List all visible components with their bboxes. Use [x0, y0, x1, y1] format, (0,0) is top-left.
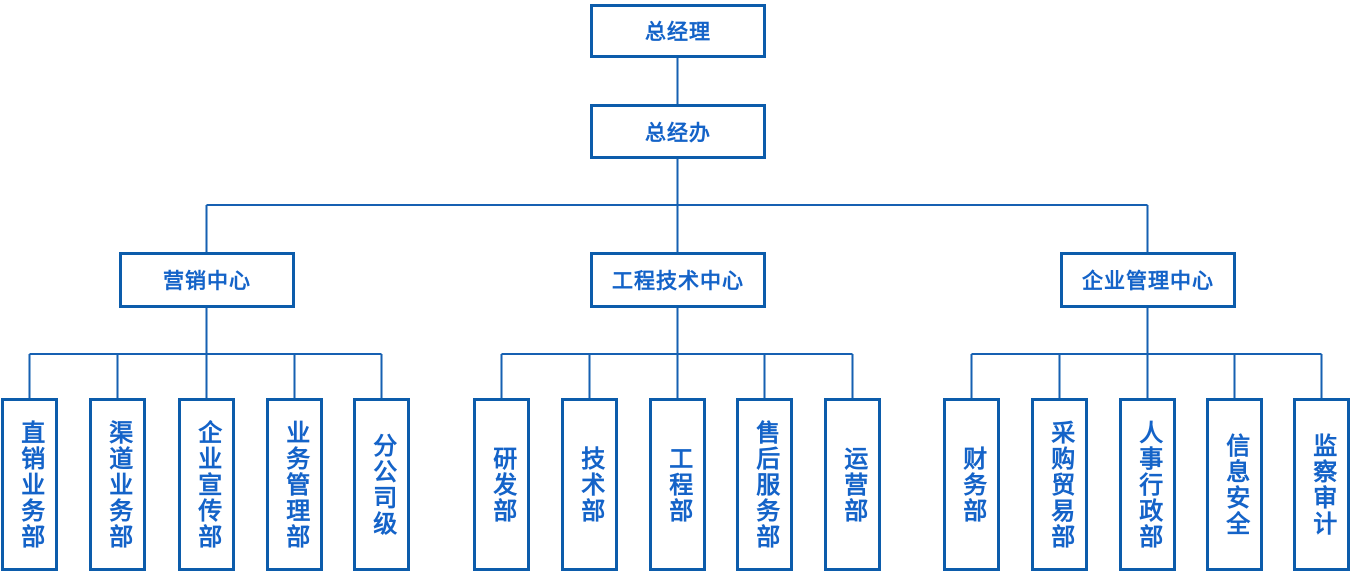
org-node-label: 直销业务部: [16, 419, 44, 550]
org-node-label: 渠道业务部: [104, 419, 132, 550]
org-node-label: 营销中心: [163, 270, 251, 293]
org-node-general-manager: 总经理: [590, 4, 766, 58]
org-node-hr-admin-dept: 人事行政部: [1119, 398, 1176, 571]
org-node-label: 信息安全: [1221, 432, 1249, 537]
org-node-label: 工程技术中心: [612, 270, 744, 293]
org-node-rnd-dept: 研发部: [473, 398, 530, 571]
org-node-corporate-publicity-dept: 企业宣传部: [178, 398, 235, 571]
org-node-label: 分公司级: [368, 432, 396, 537]
org-node-label: 总经理: [645, 21, 711, 44]
org-node-label: 售后服务部: [751, 419, 779, 550]
org-node-label: 采购贸易部: [1046, 419, 1074, 550]
org-node-label: 研发部: [488, 445, 516, 524]
org-node-finance-dept: 财务部: [943, 398, 1000, 571]
org-node-label: 技术部: [576, 445, 604, 524]
org-node-supervision-audit: 监察审计: [1293, 398, 1350, 571]
org-node-marketing-center: 营销中心: [119, 252, 295, 308]
org-node-label: 工程部: [664, 445, 692, 524]
org-node-operations-dept: 运营部: [824, 398, 881, 571]
org-node-procurement-trade-dept: 采购贸易部: [1031, 398, 1088, 571]
org-node-label: 财务部: [958, 445, 986, 524]
org-node-enterprise-mgmt-center: 企业管理中心: [1060, 252, 1236, 308]
org-node-channel-business-dept: 渠道业务部: [89, 398, 146, 571]
org-node-technology-dept: 技术部: [561, 398, 618, 571]
org-node-business-mgmt-dept: 业务管理部: [266, 398, 323, 571]
org-node-engineering-tech-center: 工程技术中心: [590, 252, 766, 308]
org-node-label: 监察审计: [1308, 432, 1336, 537]
org-node-label: 运营部: [839, 445, 867, 524]
org-node-label: 总经办: [645, 121, 711, 145]
org-node-branch-company-level: 分公司级: [353, 398, 410, 571]
org-node-label: 企业管理中心: [1082, 270, 1214, 293]
org-node-after-sales-service-dept: 售后服务部: [736, 398, 793, 571]
org-node-engineering-dept: 工程部: [649, 398, 706, 571]
org-node-label: 业务管理部: [281, 419, 309, 550]
org-node-label: 企业宣传部: [193, 419, 221, 550]
org-node-label: 人事行政部: [1134, 419, 1162, 550]
org-node-information-security: 信息安全: [1206, 398, 1263, 571]
org-node-gm-office: 总经办: [590, 104, 766, 159]
org-node-direct-sales-dept: 直销业务部: [1, 398, 58, 571]
connector-path: [28, 58, 1323, 398]
